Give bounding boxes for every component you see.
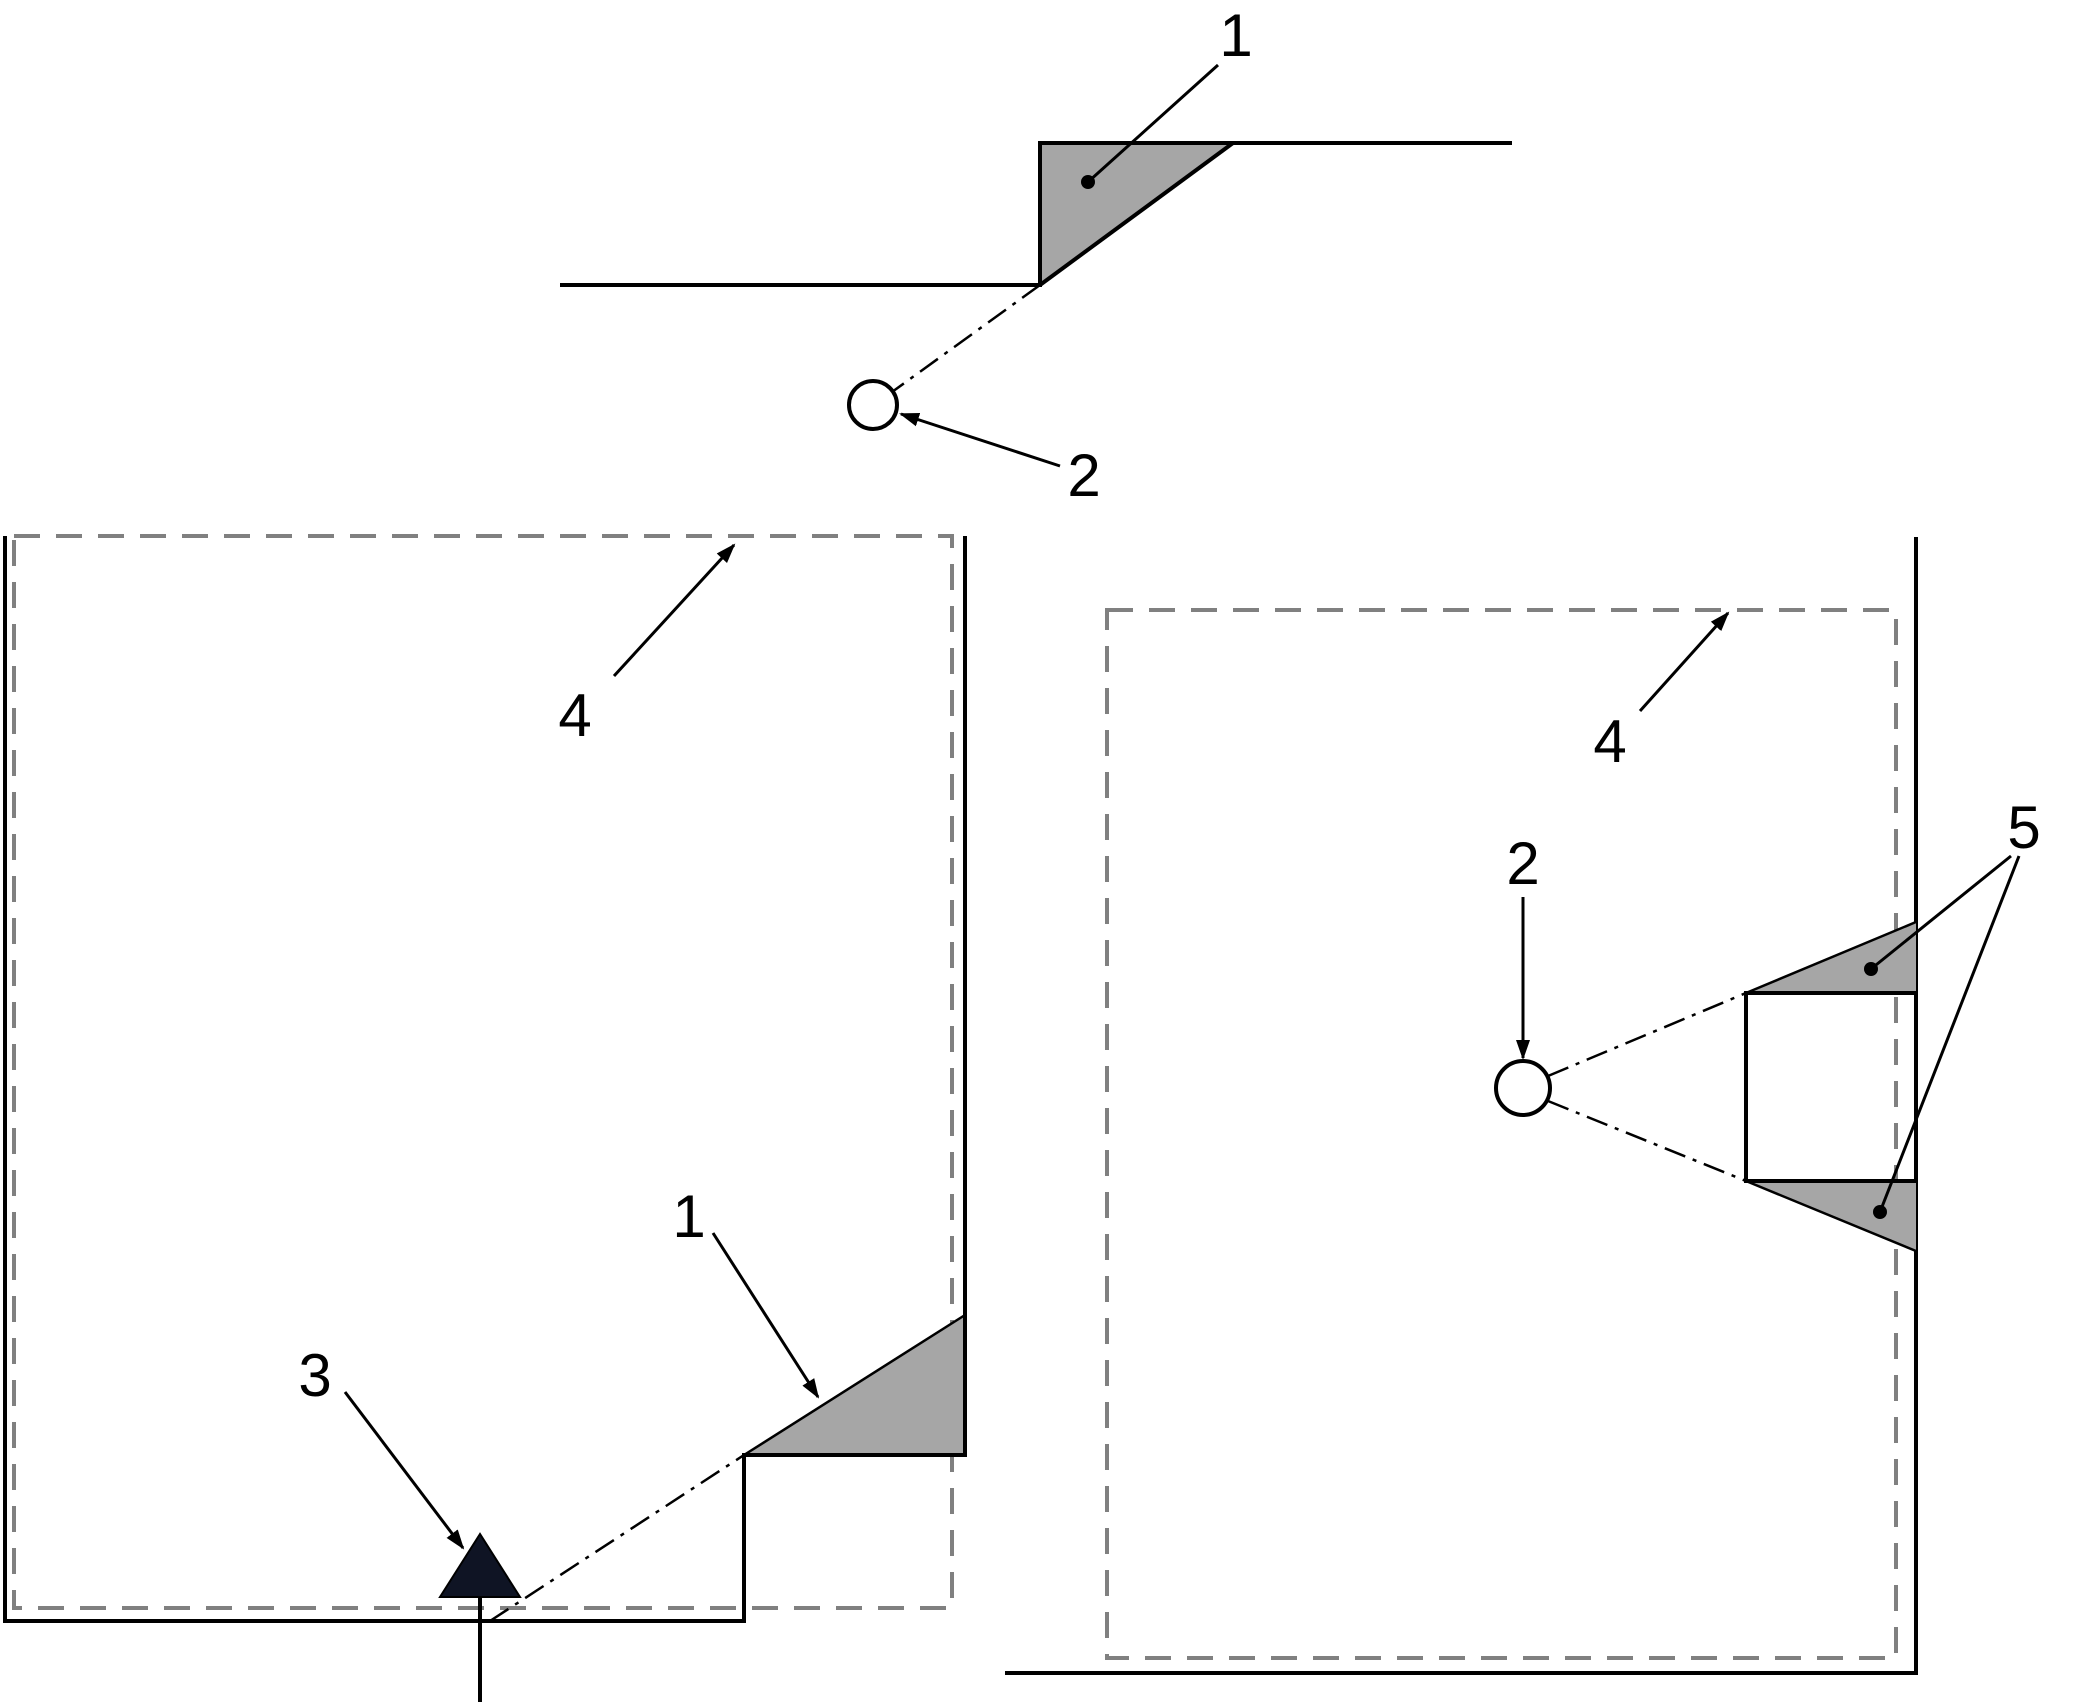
right-label-4: 4 <box>1593 708 1626 775</box>
top-ray-line <box>891 283 1041 394</box>
right-source-circle <box>1494 1059 1552 1117</box>
top-step-profile <box>560 141 1512 287</box>
right-leader-5-upper <box>1870 854 2012 971</box>
top-label-1: 1 <box>1219 2 1252 69</box>
right-ray-upper <box>1547 991 1747 1078</box>
right-leader-5-lower <box>1878 855 2021 1213</box>
top-leader-2 <box>899 412 1061 468</box>
right-outline <box>1005 537 1918 1675</box>
left-outline <box>3 536 967 1623</box>
right-upper-edge <box>1745 920 1917 995</box>
right-dashed-frame <box>1105 608 1898 1660</box>
left-ray-edge <box>743 1313 966 1457</box>
top-source-circle <box>847 379 899 431</box>
left-dashed-frame <box>12 534 954 1610</box>
left-detector-triangle <box>438 1532 522 1598</box>
left-ray-line <box>489 1453 745 1623</box>
left-label-3: 3 <box>298 1342 331 1409</box>
right-detail: 4 2 5 <box>1005 537 2041 1675</box>
left-leader-1 <box>711 1232 820 1399</box>
right-lower-edge <box>1745 1179 1917 1253</box>
top-label-2: 2 <box>1067 442 1100 509</box>
left-leader-4 <box>612 543 736 678</box>
left-leader-3 <box>343 1391 465 1550</box>
left-detail: 4 1 3 <box>3 534 967 1702</box>
right-box <box>1744 991 1918 1183</box>
left-label-4: 4 <box>558 682 591 749</box>
top-detail: 1 2 <box>560 2 1512 509</box>
right-label-5: 5 <box>2007 794 2040 861</box>
top-step-diagonal <box>1038 141 1235 287</box>
right-label-2: 2 <box>1506 830 1539 897</box>
right-ray-lower <box>1547 1099 1747 1183</box>
top-leader-1 <box>1086 63 1220 184</box>
right-leader-4 <box>1638 611 1730 713</box>
left-label-1: 1 <box>672 1183 705 1250</box>
